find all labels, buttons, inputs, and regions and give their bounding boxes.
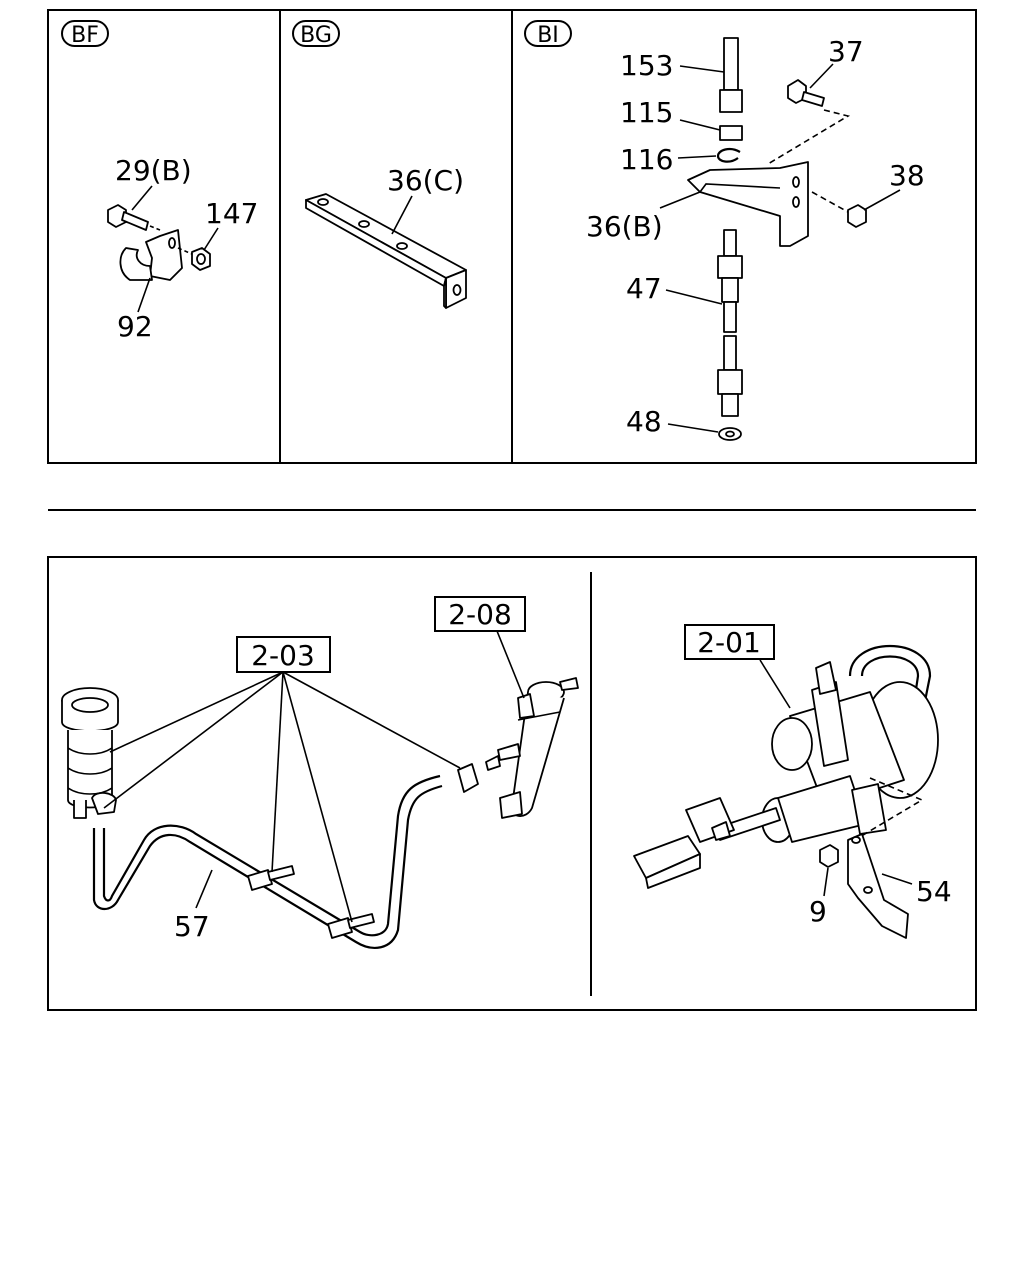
callout-9: 9 [809,895,827,928]
leader-48 [667,423,719,433]
leader-153 [679,65,725,73]
callout-48: 48 [626,405,662,438]
bracket-36c-drawing [305,193,467,309]
panel-tag-bf: BF [61,20,109,48]
callout-37: 37 [828,35,864,68]
callout-29b: 29(B) [115,154,192,187]
leader-92 [137,277,151,313]
clip-116-drawing [716,147,741,163]
panel-tag-bg-label: BG [300,23,332,48]
bolt-37-drawing [767,79,851,165]
leader-116 [677,155,717,159]
pipe-153-fitting [719,89,743,113]
callout-115: 115 [620,96,673,129]
bracket-92-drawing [119,229,183,281]
callout-38: 38 [889,159,925,192]
slave-cylinder-drawing [497,677,579,819]
bi-assembly [659,37,901,441]
bf-assembly [107,185,219,313]
ref-box-2-08: 2-08 [434,596,526,632]
ref-2-01-label: 2-01 [697,626,761,659]
panel-tag-bf-label: BF [71,23,99,48]
leader-29 [131,185,153,211]
leader-38 [863,189,901,211]
leader-9 [823,867,829,897]
ref-2-03-label: 2-03 [251,639,315,672]
ref-2-08-label: 2-08 [448,598,512,631]
hose-57-drawing [92,755,501,949]
pipe-153-drawing [723,37,739,91]
leader-115 [679,119,721,131]
callout-147: 147 [205,197,258,230]
bracket-54-drawing [819,777,924,939]
panel-tag-bi-label: BI [537,23,559,48]
bracket-36b-drawing [687,161,809,247]
bottom-frame [47,556,977,1011]
callout-153: 153 [620,49,673,82]
bolt-29-drawing [107,204,161,231]
callout-92: 92 [117,310,153,343]
reservoir-drawing [61,687,119,819]
ref-box-2-01: 2-01 [684,624,775,660]
leader-2-01 [759,659,791,709]
callout-36c: 36(C) [387,164,464,197]
leader-37 [809,63,834,89]
callout-36b: 36(B) [586,210,663,243]
leader-36c [391,195,413,235]
hose-47-drawing [717,229,743,417]
callout-47: 47 [626,272,662,305]
callout-116: 116 [620,143,673,176]
callout-54: 54 [916,875,952,908]
nut-115-drawing [719,125,743,141]
leader-54 [881,873,913,885]
booster-drawing [633,645,939,889]
leader-2-08 [496,630,525,699]
ref-box-2-03: 2-03 [236,636,331,673]
leaders-2-03 [103,671,461,923]
bottom-frame-border [47,556,977,1011]
leader-147 [203,227,219,251]
nut-147-drawing [177,247,211,271]
panel-tag-bi: BI [524,20,572,48]
nut-38-drawing [811,191,867,228]
callout-57: 57 [174,910,210,943]
leader-57 [195,869,213,909]
panel-tag-bg: BG [292,20,340,48]
top-frame [47,9,977,464]
leader-47 [665,289,723,305]
leader-36b [659,191,701,209]
